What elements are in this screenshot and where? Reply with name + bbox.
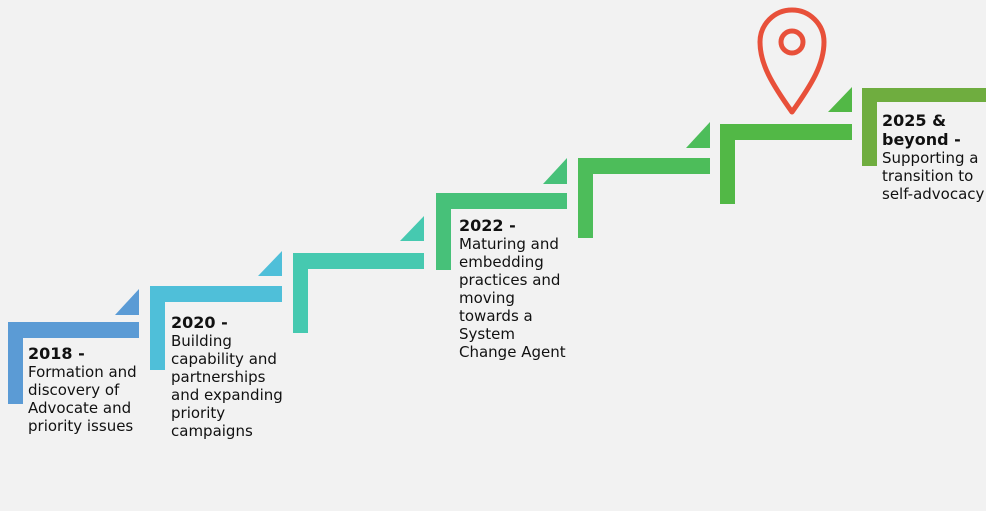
step-5-tread	[578, 158, 710, 174]
milestone-year: 2025 & beyond -	[882, 111, 961, 149]
milestone-2020: 2020 - Building capability and partnersh…	[171, 313, 283, 440]
step-2-riser	[150, 286, 165, 370]
step-5-riser	[578, 158, 593, 238]
step-3-tread	[293, 253, 424, 269]
step-1-arrow	[115, 289, 139, 315]
step-2	[150, 251, 282, 370]
step-4-tread	[436, 193, 567, 209]
milestone-description: Maturing and embedding practices and mov…	[459, 235, 566, 361]
step-2-arrow	[258, 251, 282, 276]
step-5-arrow	[686, 122, 710, 148]
step-4-riser	[436, 193, 451, 270]
step-6-riser	[720, 124, 735, 204]
step-5	[578, 122, 710, 238]
milestone-2018: 2018 - Formation and discovery of Advoca…	[28, 344, 138, 435]
milestone-description: Building capability and partnerships and…	[171, 332, 283, 440]
step-4-arrow	[543, 158, 567, 184]
step-6-arrow	[828, 87, 852, 112]
step-4	[436, 158, 567, 270]
map-pin-icon	[757, 7, 827, 115]
step-3-arrow	[400, 216, 424, 241]
milestone-description: Supporting a transition to self-advocacy	[882, 149, 985, 203]
milestone-year: 2018 -	[28, 344, 85, 363]
step-6-tread	[720, 124, 852, 140]
milestone-year: 2020 -	[171, 313, 228, 332]
step-1-tread	[8, 322, 139, 338]
milestone-2022: 2022 - Maturing and embedding practices …	[459, 216, 569, 361]
step-2-tread	[150, 286, 282, 302]
step-3-riser	[293, 253, 308, 333]
step-1	[8, 289, 139, 404]
milestone-description: Formation and discovery of Advocate and …	[28, 363, 137, 435]
step-7-riser	[862, 88, 877, 166]
step-3	[293, 216, 424, 333]
milestone-year: 2022 -	[459, 216, 516, 235]
step-7-tread	[862, 88, 986, 102]
step-7	[862, 88, 986, 166]
step-6	[720, 87, 852, 204]
milestone-2025-beyond: 2025 & beyond - Supporting a transition …	[882, 111, 986, 203]
step-1-riser	[8, 322, 23, 404]
